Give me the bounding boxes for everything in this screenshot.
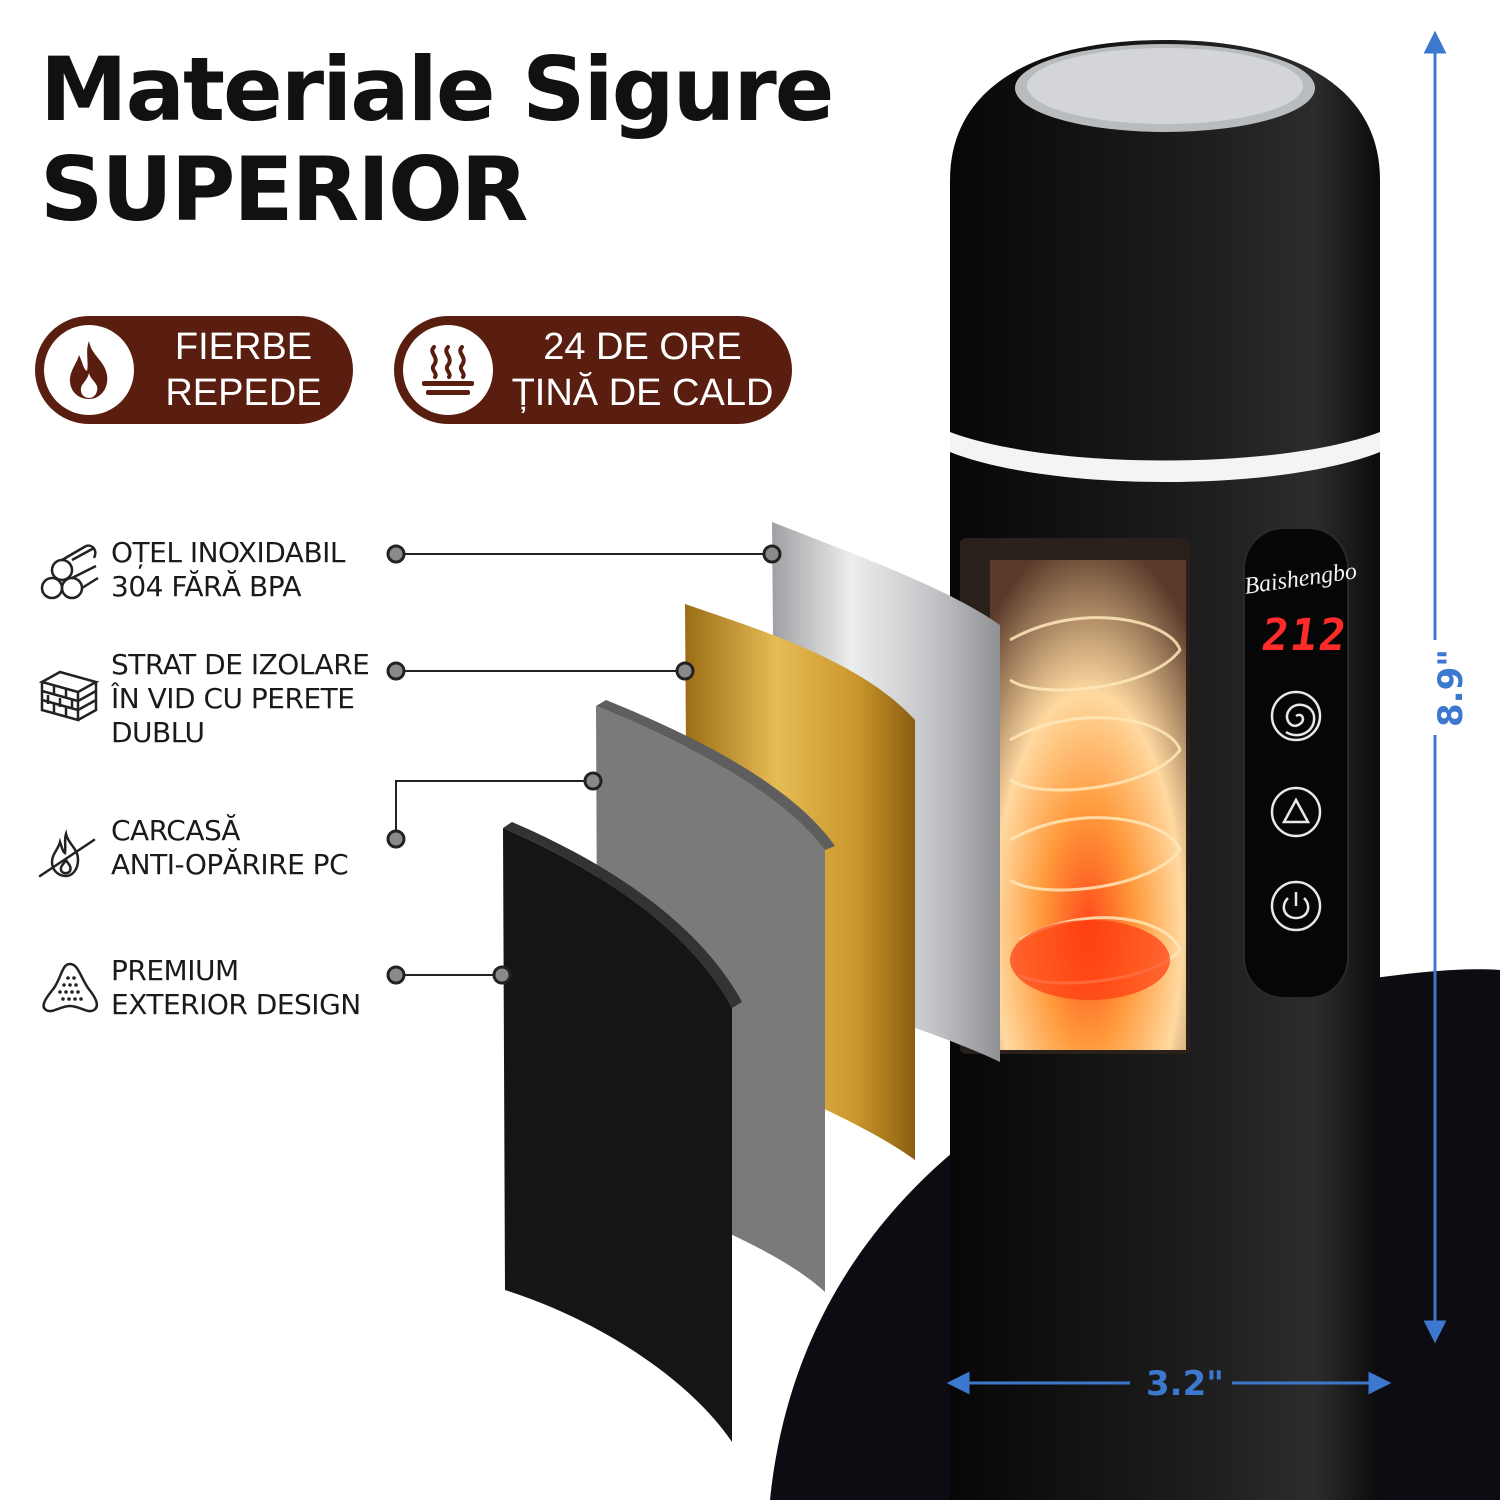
feature-steel-line-2: 304 FĂRĂ BPA [111,570,302,603]
feature-casing-line-1: CARCASĂ [111,814,240,847]
title-line-1: Materiale Sigure [40,38,834,141]
steam-icon [403,325,493,415]
feature-steel-line-1: OȚEL INOXIDABIL [111,536,346,569]
feature-steel: OȚEL INOXIDABIL 304 FĂRĂ BPA [111,536,346,604]
spiral-icon [1270,690,1322,742]
feature-exterior: PREMIUM EXTERIOR DESIGN [111,954,361,1022]
page-title: Materiale Sigure SUPERIOR [40,38,834,241]
no-flame-icon [36,826,98,888]
steel-pipes-icon [38,540,100,602]
title-line-2: SUPERIOR [40,138,529,241]
dimension-arrows [946,30,1447,1395]
badge-keep-warm-line-1: 24 DE ORE [543,326,742,368]
badge-keep-warm-line-2: ȚINĂ DE CALD [511,372,774,414]
feature-casing: CARCASĂ ANTI-OPĂRIRE PC [111,814,349,882]
feature-insulation-line-2: ÎN VID CU PERETE [111,682,355,715]
power-icon [1270,880,1322,932]
width-label: 3.2" [1146,1364,1224,1404]
layer-black [503,828,732,1442]
feature-exterior-line-2: EXTERIOR DESIGN [111,988,361,1021]
feature-insulation-line-3: DUBLU [111,716,205,749]
feature-exterior-line-1: PREMIUM [111,954,239,987]
feature-insulation-line-1: STRAT DE IZOLARE [111,648,370,681]
feature-casing-line-2: ANTI-OPĂRIRE PC [111,848,349,881]
feature-insulation: STRAT DE IZOLARE ÎN VID CU PERETE DUBLU [111,648,370,750]
layer-gray-edge [596,700,835,850]
textured-shell-icon [40,958,102,1020]
height-label: 8.9" [1430,649,1471,727]
badge-fast-boil-line-1: FIERBE [174,326,313,368]
insulation-bricks-icon [38,660,100,722]
flame-icon [44,325,134,415]
leader-dots [386,544,782,985]
leader-lines [395,553,772,976]
kettle-body [950,40,1380,1500]
badge-fast-boil: FIERBE REPEDE [35,316,353,424]
triangle-icon [1270,786,1322,838]
badge-fast-boil-line-2: REPEDE [165,372,322,414]
badge-keep-warm: 24 DE ORE ȚINĂ DE CALD [394,316,792,424]
temperature-display: 212 [1258,610,1352,661]
